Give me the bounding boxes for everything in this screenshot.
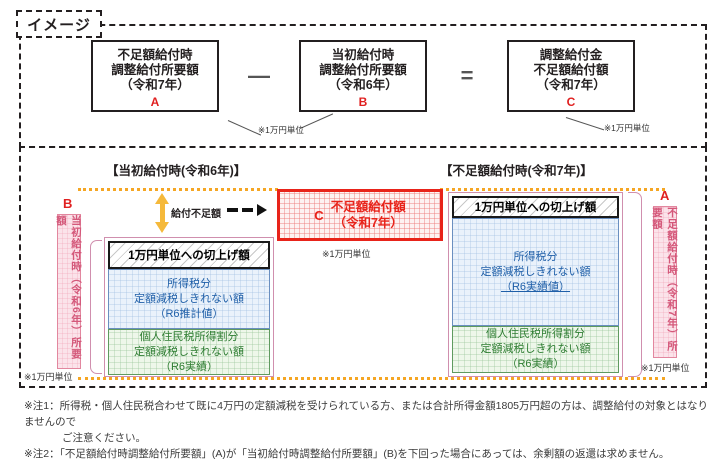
- top-guide-rail-left: [78, 188, 278, 191]
- shortage-callout-text: 不足額給付額 （令和7年）: [331, 199, 406, 231]
- footnote-1-line1: ※注1：所得税・個人住民税合わせて既に4万円の定額減税を受けられている方、または…: [24, 400, 709, 428]
- right-segment-roundup: 1万円単位への切上げ額: [452, 196, 619, 218]
- shortage-callout-unit-note: ※1万円単位: [322, 249, 371, 259]
- formula-box-c-line3: （令和7年）: [536, 78, 606, 92]
- formula-box-b-tag: B: [358, 95, 368, 109]
- shortage-callout-box: C 不足額給付額 （令和7年）: [277, 189, 443, 241]
- dash-arrow-head: [257, 204, 267, 216]
- formula-box-b-line3: （令和6年）: [328, 78, 398, 92]
- right-segment-income-tax-line3: （R6実績値）: [500, 280, 571, 293]
- bottom-diagram-frame: [19, 146, 707, 388]
- formula-box-a-line1: 不足額給付時: [117, 48, 193, 62]
- left-segment-roundup: 1万円単位への切上げ額: [108, 241, 270, 269]
- formula-box-a-line3: （令和7年）: [120, 78, 190, 92]
- right-segment-roundup-label: 1万円単位への切上げ額: [474, 202, 597, 214]
- formula-box-c-line1: 調整給付金: [539, 48, 603, 62]
- equals-operator: [427, 40, 507, 112]
- left-segment-income-tax: 所得税分 定額減税しきれない額 （R6推計値）: [108, 269, 270, 329]
- right-segment-resident-tax-line1: 個人住民税所得割分: [486, 328, 585, 340]
- image-badge: イメージ: [16, 10, 102, 38]
- formula-box-c: 調整給付金 不足額給付額 （令和7年） C: [507, 40, 635, 112]
- left-segment-roundup-label: 1万円単位への切上げ額: [128, 250, 250, 262]
- formula-box-a-tag: A: [150, 95, 160, 109]
- right-stacked-bar: 1万円単位への切上げ額 所得税分 定額減税しきれない額 （R6実績値） 個人住民…: [448, 192, 623, 377]
- shortage-arrow-down-icon: [155, 222, 169, 233]
- left-stacked-bar: 1万円単位への切上げ額 所得税分 定額減税しきれない額 （R6推計値） 個人住民…: [104, 237, 274, 377]
- left-segment-resident-tax: 個人住民税所得割分 定額減税しきれない額 （R6実績）: [108, 329, 270, 375]
- right-segment-resident-tax-line3: （R6実績）: [506, 358, 565, 370]
- formula-box-b: 当初給付時 調整給付所要額 （令和6年） B: [299, 40, 427, 112]
- shortage-label: 給付不足額: [171, 209, 221, 220]
- right-segment-resident-tax: 個人住民税所得割分 定額減税しきれない額 （R6実績）: [452, 326, 619, 373]
- left-segment-resident-tax-line3: （R6実績）: [159, 360, 219, 373]
- right-segment-resident-tax-line2: 定額減税しきれない額: [480, 343, 591, 355]
- top-guide-rail-right: [440, 188, 665, 191]
- label-a-tag: A: [660, 188, 670, 203]
- formula-box-b-line2: 調整給付所要額: [319, 63, 407, 77]
- formula-unit-note-c: ※1万円単位: [604, 123, 650, 133]
- formula-box-c-line2: 不足額給付額: [533, 63, 609, 77]
- left-segment-resident-tax-line2: 定額減税しきれない額: [134, 345, 244, 358]
- minus-operator: [219, 40, 299, 112]
- shortage-dashed-arrow-icon: [227, 204, 267, 216]
- formula-box-a: 不足額給付時 調整給付所要額 （令和7年） A: [91, 40, 219, 112]
- right-bar-bracket: [628, 192, 642, 377]
- shortage-callout-line1: 不足額給付額: [330, 200, 406, 214]
- left-segment-income-tax-line3: （R6推計値）: [154, 307, 224, 320]
- label-a-unit-note: ※1万円単位: [641, 363, 690, 373]
- diagram-canvas: イメージ 不足額給付時 調整給付所要額 （令和7年） A 当初給付時 調整給付所…: [0, 0, 719, 452]
- left-segment-resident-tax-line1: 個人住民税所得割分: [139, 330, 239, 343]
- footnote-2-line1: ※注2：「不足額給付時調整給付所要額」(A)が「当初給付時調整給付所要額」(B)…: [24, 448, 670, 460]
- shortage-callout-tag: C: [314, 207, 324, 223]
- shortage-callout-inner: C 不足額給付額 （令和7年）: [314, 199, 405, 231]
- bottom-guide-rail: [78, 377, 665, 380]
- formula-box-c-tag: C: [566, 95, 576, 109]
- label-a-vertical: 不足額給付時（令和7年）所要額: [651, 206, 678, 358]
- shortage-arrow-up-icon: [155, 193, 169, 204]
- footnotes: ※注1：所得税・個人住民税合わせて既に4万円の定額減税を受けられている方、または…: [24, 398, 710, 462]
- label-b-tag: B: [63, 196, 73, 211]
- right-segment-income-tax-line2: 定額減税しきれない額: [480, 265, 591, 278]
- formula-unit-note-ab: ※1万円単位: [258, 125, 304, 135]
- right-segment-income-tax-line1: 所得税分: [513, 250, 558, 263]
- right-section-heading: 【不足額給付時(令和7年)】: [440, 164, 593, 178]
- label-b-unit-note: ※1万円単位: [24, 372, 73, 382]
- left-segment-income-tax-line1: 所得税分: [167, 277, 211, 290]
- footnote-1-line2: ご注意ください。: [62, 432, 146, 444]
- formula-box-b-line1: 当初給付時: [331, 48, 395, 62]
- formula-box-a-line2: 調整給付所要額: [111, 63, 199, 77]
- label-b-vertical: 当初給付時（令和6年）所要額: [55, 214, 82, 369]
- shortage-arrow-stem: [159, 204, 165, 222]
- left-bar-bracket: [90, 240, 102, 374]
- right-segment-income-tax: 所得税分 定額減税しきれない額 （R6実績値）: [452, 218, 619, 326]
- left-segment-income-tax-line2: 定額減税しきれない額: [134, 292, 244, 305]
- shortage-callout-line2: （令和7年）: [333, 216, 403, 230]
- dash-seg-2: [242, 208, 253, 212]
- dash-seg-1: [227, 208, 238, 212]
- left-section-heading: 【当初給付時(令和6年)】: [106, 164, 247, 178]
- formula-row: 不足額給付時 調整給付所要額 （令和7年） A 当初給付時 調整給付所要額 （令…: [19, 40, 707, 120]
